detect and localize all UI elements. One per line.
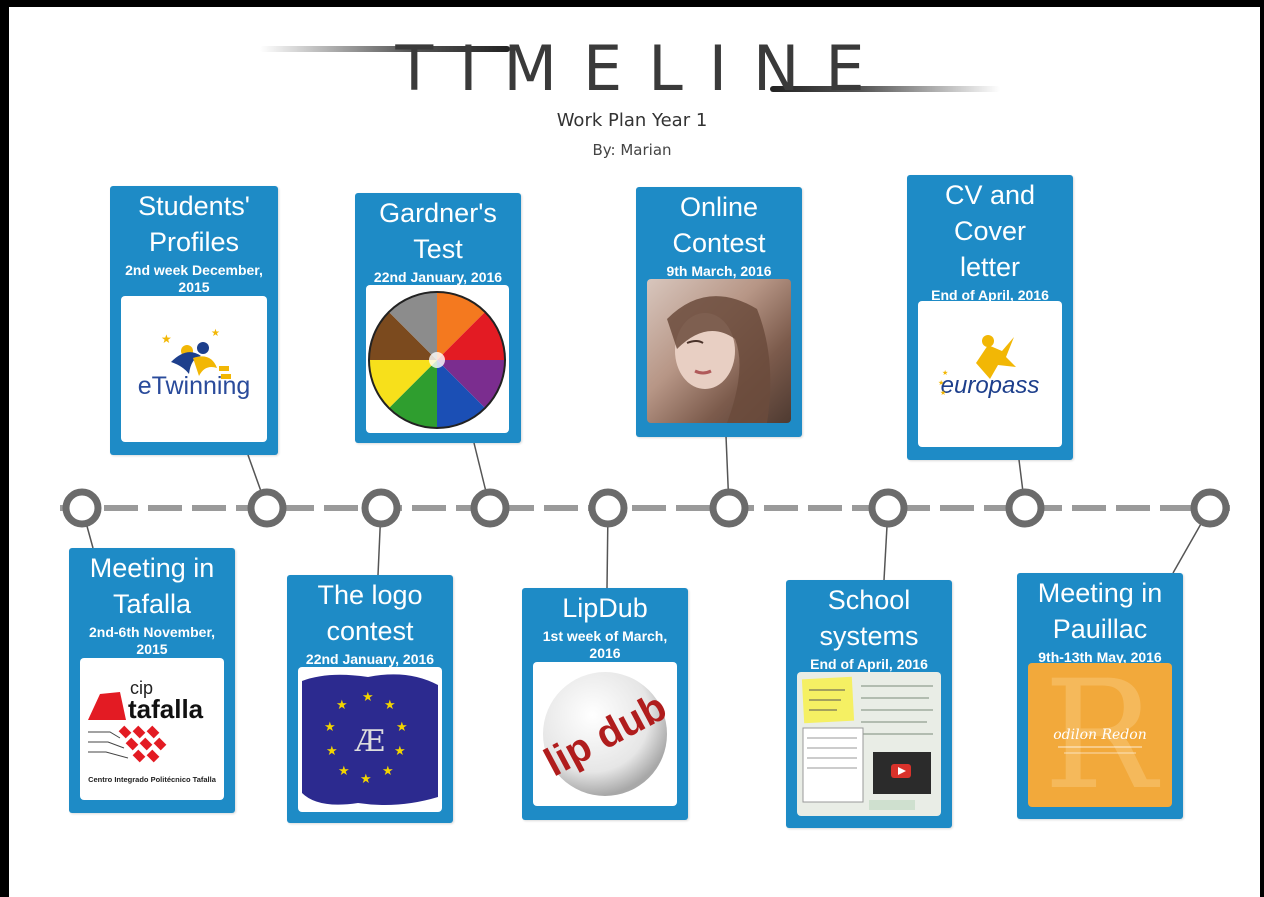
event-title: Online Contest xyxy=(672,192,766,258)
svg-text:★: ★ xyxy=(324,720,336,735)
lipdub-logo-image: lip dub xyxy=(533,662,677,806)
intelligences-wheel-image xyxy=(366,285,509,433)
svg-text:★: ★ xyxy=(384,698,396,713)
event-title: LipDub xyxy=(562,593,648,623)
timeline-nodes xyxy=(62,488,1230,528)
event-title: Meeting in Tafalla xyxy=(89,553,215,619)
event-card-gardners-test[interactable]: Gardner's Test 22nd January, 2016 xyxy=(355,193,521,443)
title-block: TIMELINE xyxy=(250,30,1010,110)
event-title: Gardner's Test xyxy=(379,198,497,264)
event-date: 2nd week December, 2015 xyxy=(125,262,263,295)
europass-logo-image: europass ★ ★ ★ xyxy=(918,301,1062,447)
event-card-cv-cover-letter[interactable]: CV and Cover letter End of April, 2016 e… xyxy=(907,175,1073,460)
event-title: CV and Cover letter xyxy=(944,180,1036,282)
event-card-online-contest[interactable]: Online Contest 9th March, 2016 xyxy=(636,187,802,437)
page-author: By: Marian xyxy=(592,141,672,159)
odilon-redon-logo-icon: R odilon Redon xyxy=(1044,663,1161,807)
timeline-node xyxy=(588,488,628,528)
timeline-node xyxy=(361,488,401,528)
frame-right-border xyxy=(1260,0,1264,897)
event-date: End of April, 2016 xyxy=(931,287,1049,303)
event-date: 9th March, 2016 xyxy=(666,263,772,279)
svg-text:★: ★ xyxy=(394,744,406,759)
event-card-meeting-tafalla[interactable]: Meeting in Tafalla 2nd-6th November, 201… xyxy=(69,548,235,813)
tafalla-text: tafalla xyxy=(128,694,204,724)
event-title: School systems xyxy=(819,585,919,651)
cip-tafalla-logo-icon: cip tafalla Centro Integrado Politécnico… xyxy=(88,678,217,784)
event-title: The logo contest xyxy=(317,580,423,646)
cip-text: cip xyxy=(130,678,153,698)
svg-text:★: ★ xyxy=(161,332,172,346)
event-date: 22nd January, 2016 xyxy=(373,269,503,285)
event-title: Meeting in Pauillac xyxy=(1037,578,1163,644)
event-title: Students' Profiles xyxy=(138,191,250,257)
event-date: End of April, 2016 xyxy=(810,656,928,672)
svg-text:★: ★ xyxy=(938,379,944,387)
event-card-lipdub[interactable]: LipDub 1st week of March, 2016 lip dub xyxy=(522,588,688,820)
etwinning-logo-image: ★ ★ eTwinning xyxy=(121,296,267,442)
timeline-node xyxy=(868,488,908,528)
svg-text:★: ★ xyxy=(360,772,372,787)
svg-text:★: ★ xyxy=(940,389,946,397)
timeline-node xyxy=(247,488,287,528)
school-systems-notes-image xyxy=(797,672,941,816)
title-decoration-left xyxy=(260,46,510,52)
timeline-node xyxy=(709,488,749,528)
europass-logo-icon: europass ★ ★ ★ xyxy=(938,335,1040,399)
student-photo-image xyxy=(647,279,791,423)
timeline-node xyxy=(1005,488,1045,528)
event-date: 22nd January, 2016 xyxy=(305,651,435,667)
svg-text:★: ★ xyxy=(382,764,394,779)
lipdub-logo-icon: lip dub xyxy=(537,672,674,796)
odilon-redon-text: odilon Redon xyxy=(1053,727,1146,743)
etwinning-logo-text: eTwinning xyxy=(138,372,251,400)
etwinning-logo-icon: ★ ★ eTwinning xyxy=(138,328,251,400)
odilon-redon-logo-image: R odilon Redon xyxy=(1028,663,1172,807)
cip-caption-text: Centro Integrado Politécnico Tafalla xyxy=(88,775,217,784)
eu-logo-drawing-image: ★★★ ★★★ ★★★ ★ Æ xyxy=(298,667,442,812)
europass-logo-text: europass xyxy=(941,372,1040,399)
svg-text:R: R xyxy=(1044,663,1161,807)
pie-wheel-icon xyxy=(368,291,506,429)
timeline-node xyxy=(62,488,102,528)
cip-tafalla-logo-image: cip tafalla Centro Integrado Politécnico… xyxy=(80,658,224,800)
timeline-node xyxy=(470,488,510,528)
svg-text:★: ★ xyxy=(338,764,350,779)
event-date: 2nd-6th November, 2015 xyxy=(88,624,216,657)
svg-text:★: ★ xyxy=(942,369,948,377)
student-photo-icon xyxy=(667,296,771,423)
event-card-logo-contest[interactable]: The logo contest 22nd January, 2016 ★★★ … xyxy=(287,575,453,823)
svg-text:★: ★ xyxy=(326,744,338,759)
event-date: 9th-13th May, 2016 xyxy=(1038,649,1162,665)
timeline-node xyxy=(1190,488,1230,528)
event-date: 1st week of March, 2016 xyxy=(542,628,668,661)
svg-text:★: ★ xyxy=(396,720,408,735)
page-subtitle: Work Plan Year 1 xyxy=(556,110,708,131)
svg-text:Æ: Æ xyxy=(354,724,385,759)
svg-text:★: ★ xyxy=(211,328,220,339)
frame-top-border xyxy=(0,0,1264,7)
svg-text:★: ★ xyxy=(336,698,348,713)
svg-text:★: ★ xyxy=(362,690,374,705)
school-systems-notes-icon xyxy=(801,676,933,810)
event-card-meeting-pauillac[interactable]: Meeting in Pauillac 9th-13th May, 2016 R… xyxy=(1017,573,1183,819)
page-title: TIMELINE xyxy=(395,32,891,105)
frame-left-border xyxy=(0,0,9,897)
event-card-school-systems[interactable]: School systems End of April, 2016 xyxy=(786,580,952,828)
title-decoration-right xyxy=(770,86,1000,92)
event-card-students-profiles[interactable]: Students' Profiles 2nd week December, 20… xyxy=(110,186,278,455)
eu-logo-drawing-icon: ★★★ ★★★ ★★★ ★ Æ xyxy=(302,674,438,805)
